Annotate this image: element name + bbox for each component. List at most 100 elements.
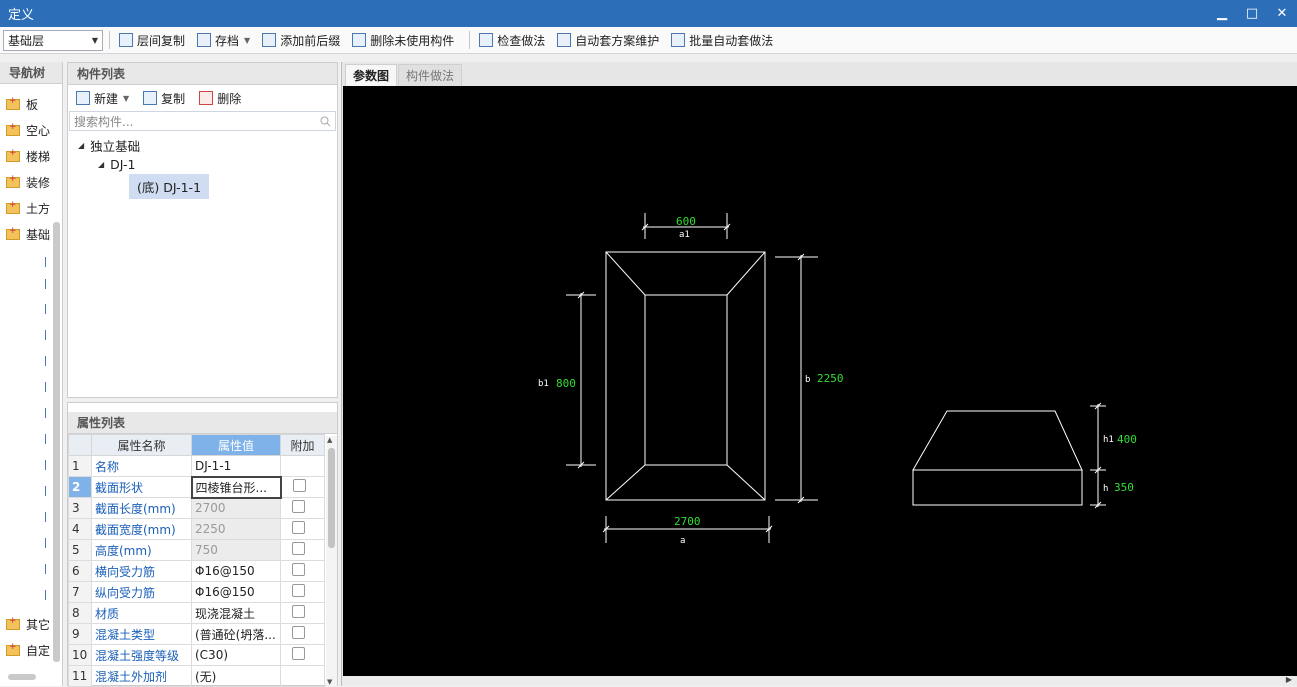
property-value[interactable]: (C30) [191, 644, 281, 666]
attach-checkbox[interactable] [292, 584, 305, 597]
tree-node-root[interactable]: ◢ 独立基础 [78, 136, 140, 155]
tree-node-dj1-1[interactable]: (底) DJ-1-1 [129, 174, 210, 199]
expand-icon[interactable]: ◢ [78, 141, 85, 150]
dim-b1-value: 800 [556, 377, 576, 390]
attach-checkbox[interactable] [292, 563, 305, 576]
nav-subitem-icon[interactable] [45, 330, 48, 340]
attach-checkbox[interactable] [292, 626, 305, 639]
nav-item-foundation[interactable]: 基础 [6, 226, 50, 243]
table-row: 3 截面长度(mm) 2700 [68, 497, 325, 519]
extra-cell [280, 497, 325, 519]
nav-subitem-icon[interactable] [45, 486, 48, 496]
nav-subitem-icon[interactable] [45, 257, 48, 267]
property-value[interactable]: DJ-1-1 [191, 455, 281, 477]
nav-horizontal-scrollbar[interactable] [8, 674, 36, 680]
attach-checkbox[interactable] [292, 521, 305, 534]
copy-component-button[interactable]: 复制 [140, 87, 188, 109]
property-value[interactable]: (普通砼(坍落... [191, 623, 281, 645]
archive-button[interactable]: 存档 ▼ [194, 29, 253, 51]
property-list-panel: 属性列表 属性名称 属性值 附加 1 名称 DJ-1-1 2 截面形状 四棱锥台… [67, 402, 338, 687]
property-value[interactable]: 2700 [191, 497, 281, 519]
dim-h1-label: h1 [1103, 435, 1114, 445]
floor-select[interactable]: 基础层 ▼ [3, 29, 103, 51]
nav-scrollbar[interactable] [53, 222, 60, 662]
property-value[interactable]: Φ16@150 [191, 581, 281, 603]
nav-item-stairs[interactable]: 楼梯 [6, 148, 50, 165]
folder-icon [6, 174, 20, 188]
close-button[interactable]: ✕ [1276, 6, 1288, 21]
drawing-horizontal-scrollbar[interactable]: ▶ [342, 675, 1297, 686]
nav-subitem-icon[interactable] [45, 460, 48, 470]
nav-item-decoration[interactable]: 装修 [6, 174, 50, 191]
nav-subitem-icon[interactable] [45, 564, 48, 574]
property-value[interactable]: 现浇混凝土 [191, 602, 281, 624]
property-value[interactable]: (无) [191, 665, 281, 687]
folder-icon [6, 122, 20, 136]
attach-checkbox[interactable] [292, 647, 305, 660]
tab-params[interactable]: 参数图 [345, 64, 398, 86]
plan-inner-rect [644, 294, 728, 466]
add-prefix-suffix-label: 添加前后缀 [280, 33, 341, 48]
scroll-down-icon[interactable]: ▼ [327, 678, 333, 686]
property-scrollbar[interactable]: ▲ ▼ [326, 436, 337, 686]
batch-auto-button[interactable]: 批量自动套做法 [668, 29, 776, 51]
nav-item-label: 其它 [26, 618, 51, 632]
corner-cell [68, 434, 92, 456]
maximize-button[interactable]: □ [1245, 6, 1259, 21]
delete-unused-button[interactable]: 删除未使用构件 [349, 29, 457, 51]
nav-item-custom[interactable]: 自定 [6, 642, 50, 659]
search-input[interactable]: 搜索构件... [69, 111, 336, 131]
dim-a1-value: 600 [676, 215, 696, 228]
nav-panel: 导航树 板 空心 楼梯 装修 土方 基础 其它 自定 [0, 62, 63, 686]
batch-icon [671, 33, 686, 47]
minimize-button[interactable]: ▁ [1217, 6, 1227, 21]
check-icon [479, 33, 494, 47]
attach-checkbox[interactable] [292, 605, 305, 618]
nav-item-label: 空心 [26, 124, 51, 138]
property-name: 纵向受力筋 [91, 581, 192, 603]
nav-title: 导航树 [0, 62, 62, 84]
nav-subitem-icon[interactable] [45, 356, 48, 366]
add-prefix-suffix-button[interactable]: 添加前后缀 [259, 29, 343, 51]
nav-item-hollow[interactable]: 空心 [6, 122, 50, 139]
nav-item-earthwork[interactable]: 土方 [6, 200, 50, 217]
nav-item-other[interactable]: 其它 [6, 616, 50, 633]
nav-subitem-icon[interactable] [45, 408, 48, 418]
nav-subitem-icon[interactable] [45, 538, 48, 548]
attach-checkbox[interactable] [292, 479, 306, 492]
folder-icon [6, 226, 20, 240]
tab-method[interactable]: 构件做法 [398, 64, 463, 86]
scroll-up-icon[interactable]: ▲ [327, 436, 333, 444]
nav-subitem-icon[interactable] [45, 304, 48, 314]
property-value[interactable]: Φ16@150 [191, 560, 281, 582]
scroll-right-icon[interactable]: ▶ [1285, 675, 1292, 684]
table-row: 9 混凝土类型 (普通砼(坍落... [68, 623, 325, 645]
scrollbar-thumb[interactable] [328, 448, 335, 548]
check-method-button[interactable]: 检查做法 [476, 29, 548, 51]
nav-item-slab[interactable]: 板 [6, 96, 38, 113]
property-value-editing[interactable]: 四棱锥台形... [190, 475, 282, 499]
copy-between-floors-button[interactable]: 层间复制 [116, 29, 188, 51]
folder-icon [6, 200, 20, 214]
attach-checkbox[interactable] [292, 542, 305, 555]
expand-icon[interactable]: ◢ [98, 160, 105, 169]
property-value[interactable]: 750 [191, 539, 281, 561]
check-method-label: 检查做法 [497, 33, 546, 48]
nav-subitem-icon[interactable] [45, 512, 48, 522]
nav-subitem-icon[interactable] [45, 434, 48, 444]
auto-scheme-button[interactable]: 自动套方案维护 [554, 29, 662, 51]
folder-icon [6, 148, 20, 162]
new-component-button[interactable]: 新建 ▼ [73, 87, 132, 109]
row-number: 6 [68, 560, 92, 582]
attach-checkbox[interactable] [292, 500, 305, 513]
row-number: 4 [68, 518, 92, 540]
nav-subitem-icon[interactable] [45, 279, 48, 289]
nav-subitem-icon[interactable] [45, 382, 48, 392]
parameter-drawing: 600 a1 b1 800 b 2250 2700 a h1 400 h 350 [538, 213, 1137, 546]
new-icon [76, 91, 90, 105]
property-value[interactable]: 2250 [191, 518, 281, 540]
delete-component-button[interactable]: 删除 [196, 87, 244, 109]
nav-subitem-icon[interactable] [45, 590, 48, 600]
tree-node-dj1[interactable]: ◢ DJ-1 [98, 157, 136, 172]
table-row: 4 截面宽度(mm) 2250 [68, 518, 325, 540]
